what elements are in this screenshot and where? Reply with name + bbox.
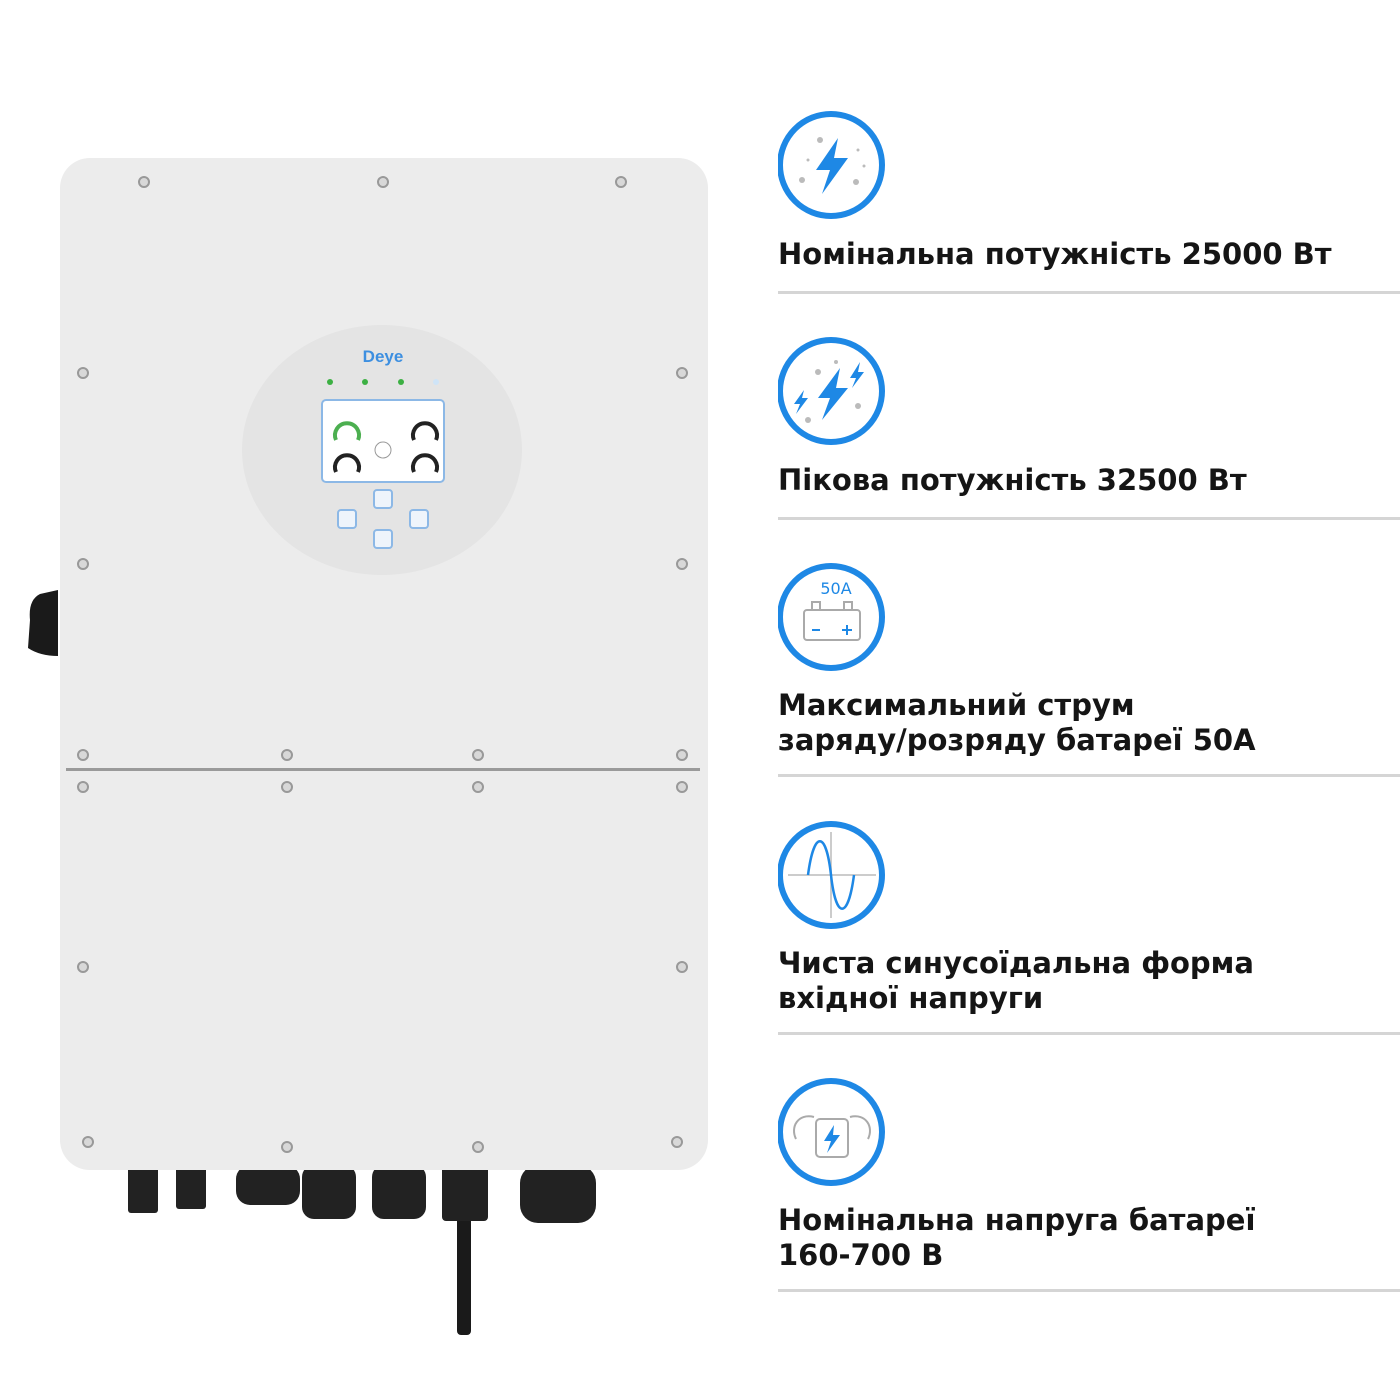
battery-50a-icon: 50A	[778, 563, 885, 671]
battery-strength-icon	[778, 1078, 885, 1186]
divider	[778, 1032, 1400, 1035]
control-buttons	[337, 489, 429, 549]
feature-text: Пікова потужність 32500 Вт	[778, 463, 1247, 497]
divider	[778, 291, 1400, 294]
screws	[77, 176, 688, 1153]
divider	[778, 517, 1400, 520]
inverter-image: Deye	[28, 158, 708, 1335]
feature-text: Максимальний струм заряду/розряду батаре…	[778, 688, 1256, 757]
current-label: 50A	[820, 579, 851, 598]
bottom-connectors	[128, 1165, 596, 1223]
sine-wave-icon	[778, 821, 885, 929]
divider	[778, 1289, 1400, 1292]
divider	[778, 774, 1400, 777]
feature-text: Номінальна потужність 25000 Вт	[778, 237, 1332, 271]
lightning-icon	[778, 111, 885, 219]
lcd-screen	[321, 399, 445, 483]
feature-text: Чиста синусоїдальна форма вхідної напруг…	[778, 946, 1254, 1015]
multi-lightning-icon	[778, 337, 885, 445]
brand-logo: Deye	[363, 347, 404, 366]
feature-text: Номінальна напруга батареї 160-700 В	[778, 1203, 1256, 1272]
